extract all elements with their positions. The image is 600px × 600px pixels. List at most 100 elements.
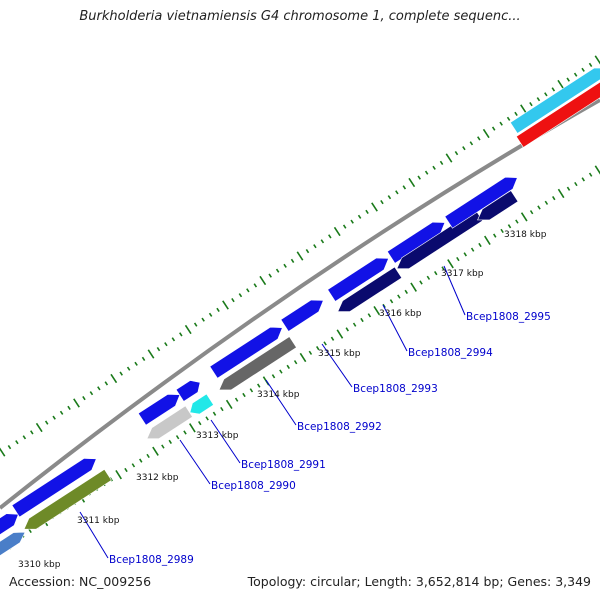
inner-tick bbox=[507, 224, 512, 229]
outer-tick bbox=[164, 342, 168, 347]
outer-tick bbox=[67, 405, 71, 411]
outer-tick bbox=[171, 337, 176, 342]
outer-tick bbox=[208, 312, 213, 317]
outer-tick bbox=[387, 195, 392, 200]
gene-arrow-blue-7 bbox=[327, 257, 389, 302]
inner-tick bbox=[286, 364, 290, 369]
outer-tick bbox=[417, 175, 421, 180]
gene-arrow-blue-8 bbox=[386, 221, 446, 264]
outer-tick bbox=[408, 177, 416, 188]
outer-tick bbox=[305, 248, 310, 254]
outer-tick bbox=[246, 288, 250, 293]
gene-arrow-skyblue bbox=[509, 67, 600, 134]
outer-tick bbox=[402, 185, 407, 190]
gene-arrow-blue-6 bbox=[280, 299, 324, 332]
outer-tick bbox=[357, 214, 362, 219]
inner-tick bbox=[323, 341, 327, 346]
gene-arrow-gray bbox=[218, 336, 297, 391]
inner-tick bbox=[574, 181, 578, 187]
inner-tick bbox=[168, 439, 172, 444]
outer-tick bbox=[216, 307, 220, 313]
outer-tick bbox=[424, 170, 429, 175]
inner-tick bbox=[242, 392, 246, 398]
gene-arrow-blue-9 bbox=[444, 176, 518, 229]
map-title: Burkholderia vietnamiensis G4 chromosome… bbox=[79, 9, 521, 24]
inner-tick bbox=[367, 313, 372, 318]
outer-tick bbox=[544, 92, 548, 97]
outer-tick bbox=[566, 77, 570, 82]
inner-tick bbox=[434, 271, 438, 276]
outer-tick bbox=[290, 258, 295, 264]
inner-tick bbox=[470, 247, 475, 252]
outer-tick bbox=[52, 415, 56, 420]
gene-label-bcep1808-2993[interactable]: Bcep1808_2993 bbox=[353, 383, 438, 395]
inner-tick bbox=[293, 360, 298, 365]
outer-tick bbox=[104, 381, 109, 386]
inner-tick bbox=[515, 219, 519, 224]
outer-tick bbox=[259, 275, 267, 286]
gene-label-bcep1808-2990[interactable]: Bcep1808_2990 bbox=[211, 480, 296, 492]
outer-tick bbox=[59, 410, 64, 415]
inner-tick bbox=[271, 374, 276, 379]
outer-tick bbox=[30, 430, 34, 435]
outer-tick bbox=[283, 263, 287, 268]
inner-tick bbox=[28, 528, 32, 534]
link-2995 bbox=[443, 265, 466, 316]
outer-tick bbox=[588, 62, 593, 68]
inner-tick bbox=[212, 411, 217, 416]
outer-tick bbox=[119, 371, 123, 376]
outer-tick bbox=[491, 126, 496, 131]
outer-tick bbox=[97, 386, 101, 391]
gene-labels: Bcep1808_2989 Bcep1808_2990 Bcep1808_299… bbox=[109, 311, 551, 566]
outer-tick bbox=[15, 440, 19, 445]
outer-tick bbox=[514, 111, 518, 117]
outer-tick bbox=[469, 141, 474, 146]
inner-tick bbox=[373, 305, 381, 316]
gene-label-bcep1808-2995[interactable]: Bcep1808_2995 bbox=[466, 311, 551, 323]
inner-tick bbox=[594, 165, 600, 175]
outer-tick bbox=[573, 72, 578, 77]
outer-tick bbox=[201, 317, 205, 322]
inner-tick bbox=[426, 275, 431, 280]
outer-tick bbox=[134, 361, 138, 366]
inner-tick bbox=[124, 467, 128, 473]
gene-arrow-lightgray bbox=[146, 405, 193, 439]
outer-tick bbox=[557, 79, 565, 90]
inner-tick bbox=[175, 435, 180, 440]
gene-arrow-cyan bbox=[189, 393, 215, 415]
outer-tick bbox=[445, 153, 453, 163]
inner-tick bbox=[500, 228, 504, 234]
inner-tick bbox=[115, 470, 122, 480]
gene-label-bcep1808-2994[interactable]: Bcep1808_2994 bbox=[408, 347, 493, 359]
inner-tick bbox=[544, 200, 549, 205]
outer-tick bbox=[184, 324, 192, 335]
outer-tick-ring bbox=[0, 55, 600, 457]
gene-label-bcep1808-2991[interactable]: Bcep1808_2991 bbox=[241, 459, 326, 471]
outer-tick bbox=[371, 202, 378, 212]
outer-tick bbox=[147, 349, 155, 359]
scale-labels: 3310 kbp 3311 kbp 3312 kbp 3313 kbp 3314… bbox=[18, 230, 547, 570]
inner-tick bbox=[463, 252, 467, 257]
chromosome-backbone bbox=[0, 98, 600, 510]
outer-tick bbox=[350, 219, 354, 224]
outer-tick bbox=[275, 268, 280, 273]
inner-tick bbox=[441, 266, 445, 271]
gene-features bbox=[0, 67, 600, 558]
gene-arrow-blue-2 bbox=[11, 458, 97, 518]
outer-tick bbox=[365, 209, 369, 215]
inner-tick bbox=[529, 210, 534, 215]
scale-label-3315: 3315 kbp bbox=[318, 349, 361, 359]
gene-label-bcep1808-2992[interactable]: Bcep1808_2992 bbox=[297, 421, 382, 433]
outer-tick bbox=[342, 224, 347, 229]
outer-tick bbox=[89, 391, 94, 396]
inner-tick bbox=[389, 299, 394, 304]
inner-tick bbox=[552, 196, 556, 201]
outer-tick bbox=[179, 332, 183, 337]
outer-tick bbox=[231, 297, 235, 303]
gene-label-bcep1808-2989[interactable]: Bcep1808_2989 bbox=[109, 554, 194, 566]
link-2989 bbox=[79, 511, 109, 559]
outer-tick bbox=[462, 146, 466, 151]
inner-tick bbox=[360, 317, 364, 323]
inner-tick bbox=[478, 242, 482, 248]
